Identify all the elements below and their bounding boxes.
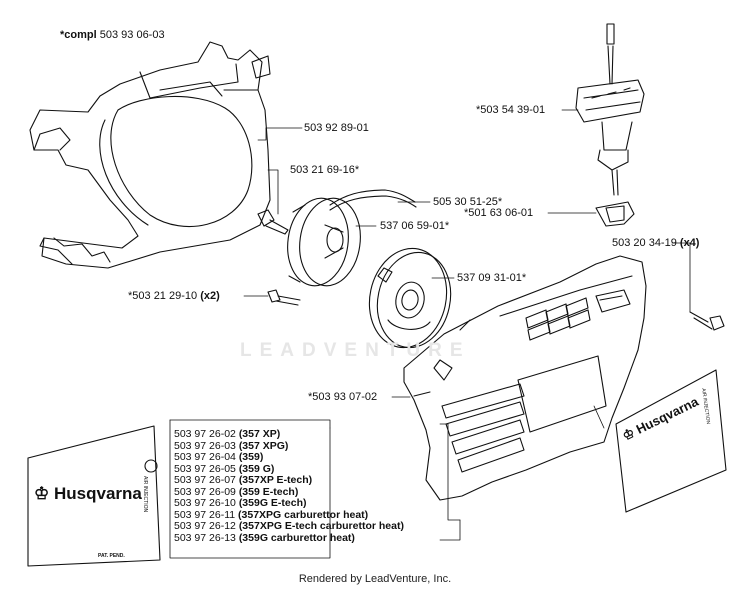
variant-model: (357 XP) <box>238 428 281 440</box>
handle-insert <box>595 201 635 227</box>
variant-model: (357XPG E-tech carburettor heat) <box>238 520 404 532</box>
callout-screw-bottom-number: *503 21 29-10 <box>128 290 198 302</box>
footer-credit: Rendered by LeadVenture, Inc. <box>298 573 452 585</box>
variant-model: (357XPG carburettor heat) <box>238 508 369 521</box>
variant-model: (359 G) <box>238 462 275 475</box>
variant-row[interactable]: 503 97 26-04 (359) <box>174 451 404 464</box>
decal-left-small: PAT. PEND. <box>98 553 125 559</box>
variant-row[interactable]: 503 97 26-12 (357XPG E-tech carburettor … <box>174 520 404 533</box>
variant-row[interactable]: 503 97 26-05 (359 G) <box>174 462 404 476</box>
starter-cover <box>403 255 647 501</box>
callout-rope[interactable]: 505 30 51-25* <box>433 196 503 208</box>
variant-model: (357XP E-tech) <box>238 474 313 486</box>
variant-row[interactable]: 503 97 26-11 (357XPG carburettor heat) <box>174 508 404 522</box>
callout-handle-insert[interactable]: *501 63 06-01 <box>464 207 534 219</box>
screw-top <box>257 209 289 235</box>
screw-right <box>689 311 725 331</box>
variant-model: (359 E-tech) <box>238 485 299 498</box>
variant-number: 503 97 26-11 <box>174 508 236 521</box>
callout-screw-top[interactable]: 503 21 69-16* <box>290 164 360 176</box>
watermark: LEADVENTURE <box>240 340 471 361</box>
decal-left-brand: ♔ Husqvarna <box>34 484 142 504</box>
callout-screw-bottom-qty: (x2) <box>200 290 220 302</box>
assembly-number: 503 93 06-03 <box>99 29 165 41</box>
variant-number: 503 97 26-07 <box>174 474 236 486</box>
variant-row[interactable]: 503 97 26-03 (357 XPG) <box>174 439 404 453</box>
callout-starter-cover[interactable]: *503 93 07-02 <box>308 391 378 403</box>
variant-number: 503 97 26-13 <box>174 531 236 544</box>
husqvarna-crown-icon: ♔ <box>34 484 50 503</box>
decal-left-brand-text: Husqvarna <box>53 484 142 503</box>
variant-model: (359) <box>238 451 264 463</box>
callout-cover-back[interactable]: 503 92 89-01 <box>304 122 369 134</box>
starter-handle <box>575 23 645 196</box>
callout-screw-right-qty: (x4) <box>679 237 700 249</box>
callout-handle[interactable]: *503 54 39-01 <box>476 104 546 116</box>
starter-rope <box>329 189 417 211</box>
variant-row[interactable]: 503 97 26-10 (359G E-tech) <box>174 497 404 510</box>
callout-screw-bottom[interactable]: *503 21 29-10 (x2) <box>128 290 220 303</box>
variant-model: (357 XPG) <box>238 439 289 452</box>
variant-row[interactable]: 503 97 26-02 (357 XP) <box>174 428 404 441</box>
starter-pulley <box>287 197 361 287</box>
screw-bottom <box>267 289 301 306</box>
decal-left-sub: AIR INJECTION <box>142 476 148 513</box>
variant-model: (359G E-tech) <box>238 497 307 509</box>
callout-screw-right[interactable]: 503 20 34-19 (x4) <box>612 237 699 250</box>
variant-row[interactable]: 503 97 26-07 (357XP E-tech) <box>174 474 404 487</box>
variant-row[interactable]: 503 97 26-09 (359 E-tech) <box>174 485 404 499</box>
variant-number: 503 97 26-02 <box>174 428 236 440</box>
leader-lines <box>169 109 691 559</box>
variant-number: 503 97 26-09 <box>174 485 236 498</box>
cover-decal-left <box>27 425 161 567</box>
variant-number: 503 97 26-12 <box>174 520 236 532</box>
variant-number: 503 97 26-03 <box>174 439 236 452</box>
variant-list: 503 97 26-02 (357 XP)503 97 26-03 (357 X… <box>174 428 404 545</box>
callout-spring-cassette[interactable]: 537 09 31-01* <box>457 272 527 284</box>
callout-pulley[interactable]: 537 06 59-01* <box>380 220 450 232</box>
callout-screw-right-number: 503 20 34-19 <box>612 237 677 249</box>
cover-decal-right <box>615 369 727 513</box>
variant-number: 503 97 26-04 <box>174 451 236 463</box>
variant-row[interactable]: 503 97 26-13 (359G carburettor heat) <box>174 531 404 545</box>
assembly-prefix: *compl <box>60 29 97 41</box>
spring-cassette <box>368 247 452 349</box>
variant-number: 503 97 26-10 <box>174 497 236 509</box>
variant-model: (359G carburettor heat) <box>238 531 355 544</box>
assembly-title: *compl 503 93 06-03 <box>60 29 165 41</box>
back-cover-plate <box>29 41 271 269</box>
variant-number: 503 97 26-05 <box>174 462 236 475</box>
